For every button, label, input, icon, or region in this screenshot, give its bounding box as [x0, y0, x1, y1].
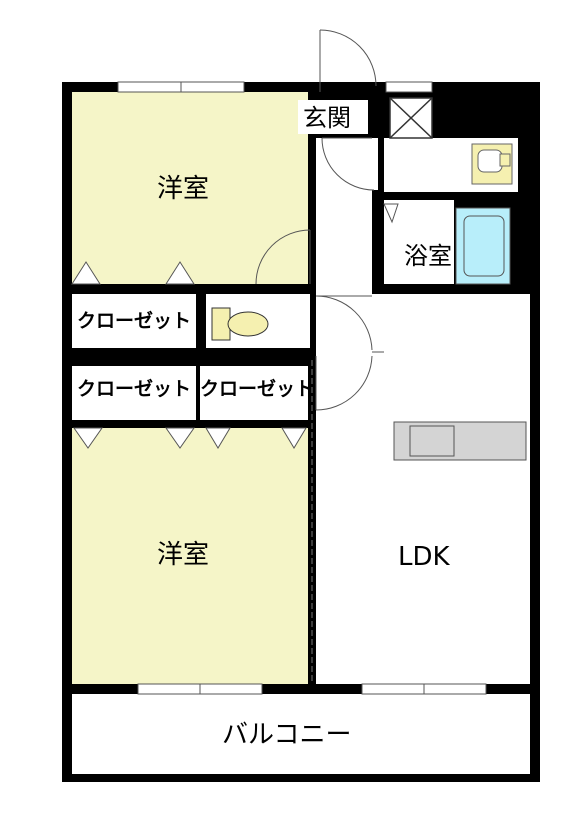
entrance-floor [322, 138, 378, 190]
closet-2-floor [72, 366, 196, 420]
closet-doors [71, 261, 307, 449]
western-room-bottom-floor [72, 428, 308, 684]
western-room-top-floor [72, 92, 308, 284]
toilet [211, 307, 269, 341]
balcony-floor [72, 694, 530, 774]
bathroom-floor [384, 200, 454, 284]
entrance-box [298, 100, 368, 134]
entrance-label: 玄関 [303, 104, 351, 132]
kitchen-counter [393, 421, 527, 461]
closet-3-floor [200, 366, 308, 420]
ldk-label: LDK [398, 542, 450, 572]
western-room-bottom-label: 洋室 [157, 540, 210, 570]
windows [117, 81, 487, 695]
bath-door-mark [383, 203, 399, 224]
closet-3-label: クローゼット [200, 378, 315, 400]
washbasin [471, 143, 513, 185]
entrance-door [319, 29, 377, 92]
closet-1-label: クローゼット [77, 310, 192, 332]
closet-2-label: クローゼット [77, 378, 192, 400]
balcony-label: バルコニー [222, 720, 352, 750]
closet-1-floor [72, 294, 196, 348]
western-room-top-label: 洋室 [157, 174, 210, 204]
door-swings [255, 137, 384, 411]
ldk-floor [316, 294, 530, 684]
washing-machine [389, 97, 433, 139]
bathroom-label: 浴室 [404, 242, 452, 270]
bathtub [455, 207, 511, 285]
